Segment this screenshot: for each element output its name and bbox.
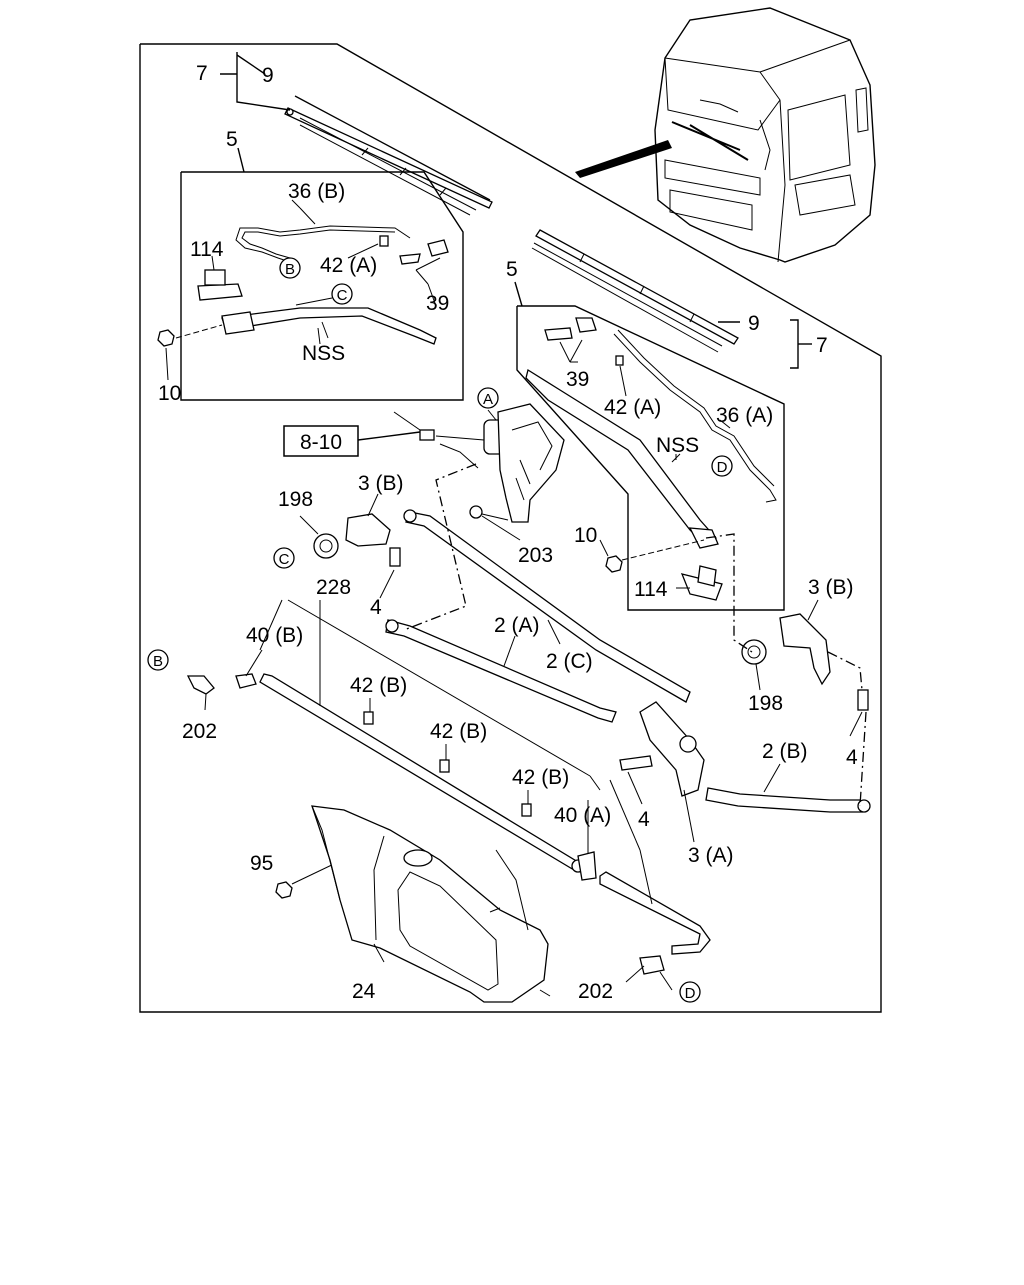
- callout-114-right: 114: [634, 578, 668, 601]
- callout-42b-2: 42 (B): [430, 720, 487, 743]
- callout-10-left: 10: [158, 382, 181, 405]
- callout-2c: 2 (C): [546, 650, 593, 673]
- callout-10-right: 10: [574, 524, 597, 547]
- callout-36a: 36 (A): [716, 404, 773, 427]
- callout-40b: 40 (B): [246, 624, 303, 647]
- callout-42b-1: 42 (B): [350, 674, 407, 697]
- washer-tank: [311, 805, 551, 1003]
- truck-cab-illustration: [575, 7, 876, 263]
- callout-36b: 36 (B): [288, 180, 345, 203]
- leader-7-9-left: [236, 52, 291, 111]
- wiper-motor: [393, 403, 565, 523]
- reference-box-label: 8-10: [300, 431, 342, 454]
- callout-2a: 2 (A): [494, 614, 540, 637]
- callout-4-left: 4: [370, 596, 382, 619]
- wiper-linkage: [313, 463, 871, 813]
- callout-228: 228: [316, 576, 351, 599]
- callout-2b: 2 (B): [762, 740, 808, 763]
- ref-d-upper-right: D: [717, 459, 728, 476]
- callout-198-left: 198: [278, 488, 313, 511]
- callout-202-right: 202: [578, 980, 613, 1003]
- callout-203: 203: [518, 544, 553, 567]
- right-wiper-blade: [531, 229, 739, 353]
- ref-c-mid-left: C: [279, 551, 290, 568]
- callout-9-right: 9: [748, 312, 760, 335]
- callout-3b-left: 3 (B): [358, 472, 404, 495]
- callout-198-right: 198: [748, 692, 783, 715]
- callout-42b-3: 42 (B): [512, 766, 569, 789]
- callout-7-right: 7: [816, 334, 828, 357]
- callout-95: 95: [250, 852, 273, 875]
- callout-nss-left: NSS: [302, 342, 345, 365]
- callout-4-mid: 4: [638, 808, 650, 831]
- bracket-7-9-right: [790, 319, 799, 369]
- diagram-frame: [139, 43, 882, 1013]
- callout-202-left: 202: [182, 720, 217, 743]
- callout-9-left: 9: [262, 64, 274, 87]
- callout-40a: 40 (A): [554, 804, 611, 827]
- callout-labels: 7 9 5 36 (B) 114 42 (A) 39 NSS 10 5 9 7 …: [158, 62, 858, 1003]
- callout-5-left: 5: [226, 128, 238, 151]
- callout-114-left: 114: [190, 238, 224, 261]
- circled-references: A B C D C B D: [147, 257, 733, 1003]
- ref-a-motor: A: [483, 391, 493, 408]
- callout-nss-right: NSS: [656, 434, 699, 457]
- callout-39-right: 39: [566, 368, 589, 391]
- callout-24: 24: [352, 980, 376, 1003]
- callout-7-left: 7: [196, 62, 208, 85]
- callout-3a: 3 (A): [688, 844, 734, 867]
- callout-4-right: 4: [846, 746, 858, 769]
- washer-hoses: [186, 673, 711, 975]
- left-wiper-arm-box: [157, 147, 464, 401]
- callout-39-left: 39: [426, 292, 449, 315]
- ref-b-upper-left: B: [285, 261, 295, 278]
- callout-3b-right: 3 (B): [808, 576, 854, 599]
- leader-lines: [165, 199, 863, 991]
- ref-c-upper-left: C: [337, 287, 348, 304]
- callout-42a-left: 42 (A): [320, 254, 377, 277]
- ref-b-lower-left: B: [153, 653, 163, 670]
- right-wiper-arm-box: [514, 281, 785, 611]
- reference-box-8-10: [283, 425, 421, 457]
- callout-5-right: 5: [506, 258, 518, 281]
- callout-42a-right: 42 (A): [604, 396, 661, 419]
- ref-d-bottom: D: [685, 985, 696, 1002]
